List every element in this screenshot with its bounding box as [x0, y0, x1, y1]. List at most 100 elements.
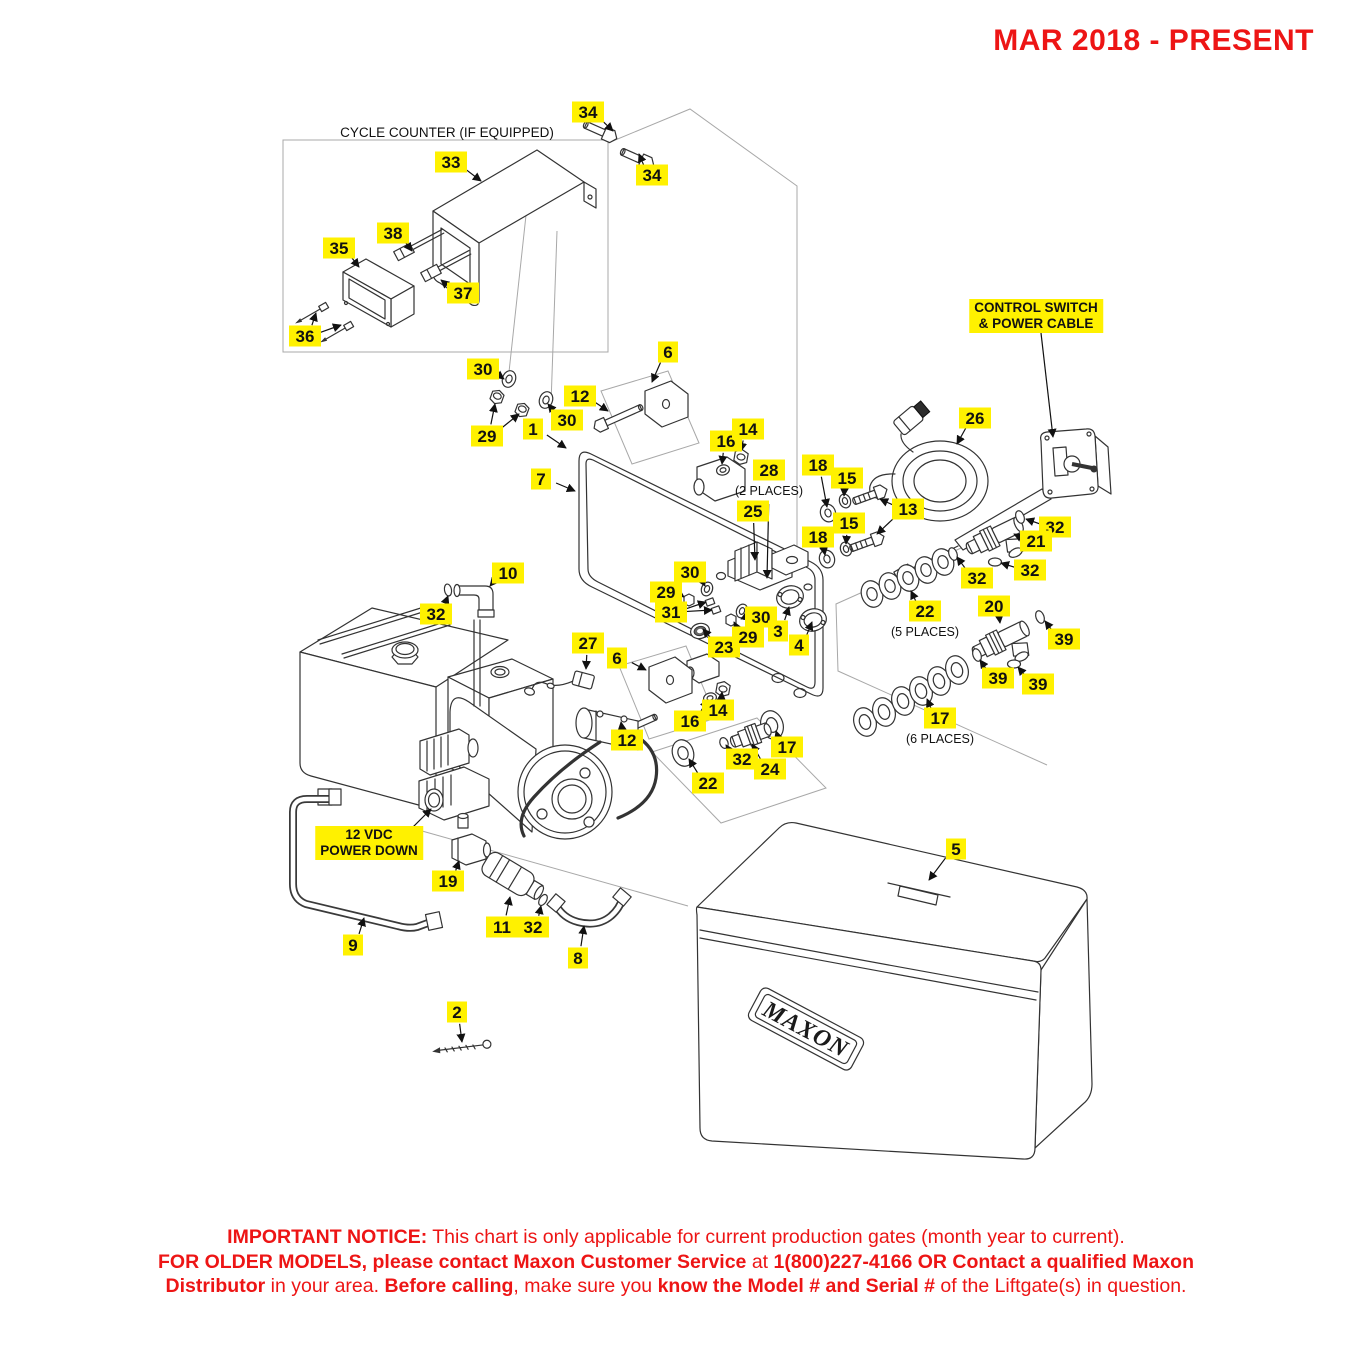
svg-text:1: 1 — [528, 420, 537, 439]
bolt-13 — [849, 531, 885, 552]
callout-20: 20 — [978, 595, 1010, 617]
svg-text:30: 30 — [752, 608, 771, 627]
flat-washer-18 — [818, 549, 836, 569]
callout-13: 13 — [892, 498, 924, 520]
leader-line — [638, 153, 647, 166]
callout-32: 32 — [726, 748, 758, 770]
callout-32: 32 — [420, 603, 452, 625]
leader-line — [464, 167, 482, 182]
svg-text:22: 22 — [699, 774, 718, 793]
callout-30: 30 — [674, 561, 706, 583]
washer-30 — [501, 370, 517, 388]
svg-text:21: 21 — [1027, 532, 1046, 551]
callout-11: 11 — [486, 916, 518, 938]
leader-line — [716, 691, 726, 701]
callout-24: 24 — [754, 758, 786, 780]
callout-31: 31 — [655, 601, 687, 623]
leader-line — [488, 403, 498, 425]
coiled-power-cable — [869, 400, 989, 522]
callout-2: 2 — [447, 1001, 467, 1023]
svg-text:3: 3 — [773, 622, 782, 641]
leader-line — [956, 556, 967, 570]
callout-8: 8 — [568, 947, 588, 969]
fitting-24 — [729, 722, 772, 748]
svg-text:11: 11 — [493, 918, 511, 937]
svg-text:34: 34 — [579, 103, 598, 122]
callout-38: 38 — [377, 222, 409, 244]
leader-line — [546, 434, 567, 449]
svg-text:29: 29 — [657, 583, 676, 602]
leader-line — [440, 595, 450, 606]
elbow-19 — [451, 812, 492, 866]
callout-27: 27 — [572, 632, 604, 654]
bracket-6 — [644, 380, 689, 428]
leader-line — [1013, 533, 1024, 542]
callout-10: 10 — [492, 562, 524, 584]
callout-34: 34 — [636, 164, 668, 186]
label-cycle-counter: CYCLE COUNTER (IF EQUIPPED) — [340, 125, 554, 140]
callout-30: 30 — [467, 358, 499, 380]
svg-text:(5 PLACES): (5 PLACES) — [891, 625, 959, 639]
leader-line — [309, 312, 318, 326]
svg-text:16: 16 — [681, 712, 700, 731]
svg-text:22: 22 — [916, 602, 935, 621]
svg-text:30: 30 — [681, 563, 700, 582]
washer-row-22 — [860, 548, 955, 608]
connector-27 — [523, 670, 595, 696]
svg-text:(6 PLACES): (6 PLACES) — [906, 732, 974, 746]
bolt-12 — [593, 404, 644, 433]
leader-line — [555, 482, 576, 492]
cycle-counter-display — [342, 258, 415, 328]
svg-text:7: 7 — [536, 470, 545, 489]
callout-29: 29 — [471, 425, 503, 447]
leader-line — [879, 498, 894, 507]
counter-pin-36 — [295, 301, 330, 324]
svg-text:(2 PLACES): (2 PLACES) — [735, 484, 803, 498]
svg-text:39: 39 — [989, 669, 1008, 688]
svg-text:13: 13 — [899, 500, 918, 519]
filler-cap — [391, 641, 419, 665]
svg-text:18: 18 — [809, 528, 828, 547]
callout-4: 4 — [789, 634, 809, 656]
leader-line — [452, 860, 461, 871]
control-switch — [893, 428, 1112, 581]
leader-line — [718, 452, 728, 465]
callout-6: 6 — [658, 341, 678, 363]
callout-14: 14 — [732, 418, 764, 440]
o-ring-32 — [948, 547, 958, 561]
leader-line — [686, 605, 713, 615]
leader-line — [782, 606, 791, 621]
callout-34: 34 — [572, 101, 604, 123]
svg-text:6: 6 — [612, 649, 621, 668]
svg-text:39: 39 — [1055, 630, 1074, 649]
svg-text:12: 12 — [618, 731, 637, 750]
washer-row-17 — [853, 655, 969, 737]
leader-line — [357, 917, 366, 935]
svg-text:17: 17 — [778, 738, 797, 757]
callout-15: 15 — [833, 512, 865, 534]
callout-33: 33 — [435, 151, 467, 173]
svg-text:32: 32 — [1021, 561, 1040, 580]
cycle-counter-assembly — [295, 120, 655, 343]
reservoir-tank — [299, 606, 509, 808]
svg-text:19: 19 — [439, 872, 458, 891]
svg-text:12: 12 — [571, 387, 590, 406]
leader-line — [456, 1023, 466, 1043]
leader-line — [820, 476, 830, 508]
svg-text:39: 39 — [1029, 675, 1048, 694]
svg-text:33: 33 — [442, 153, 461, 172]
leader-line — [503, 896, 513, 916]
counter-pin-36 — [320, 320, 355, 343]
callout-32: 32 — [517, 916, 549, 938]
callout-15: 15 — [831, 467, 863, 489]
callout-5: 5 — [946, 838, 966, 860]
leader-line — [651, 362, 662, 383]
fuse-valve-assembly — [451, 812, 632, 928]
svg-text:8: 8 — [573, 949, 582, 968]
hose-8 — [546, 887, 632, 928]
pump-motor-assembly — [418, 658, 659, 840]
svg-text:27: 27 — [579, 634, 598, 653]
lock-washer-15 — [838, 493, 852, 509]
page-title: MAR 2018 - PRESENT — [993, 24, 1314, 57]
